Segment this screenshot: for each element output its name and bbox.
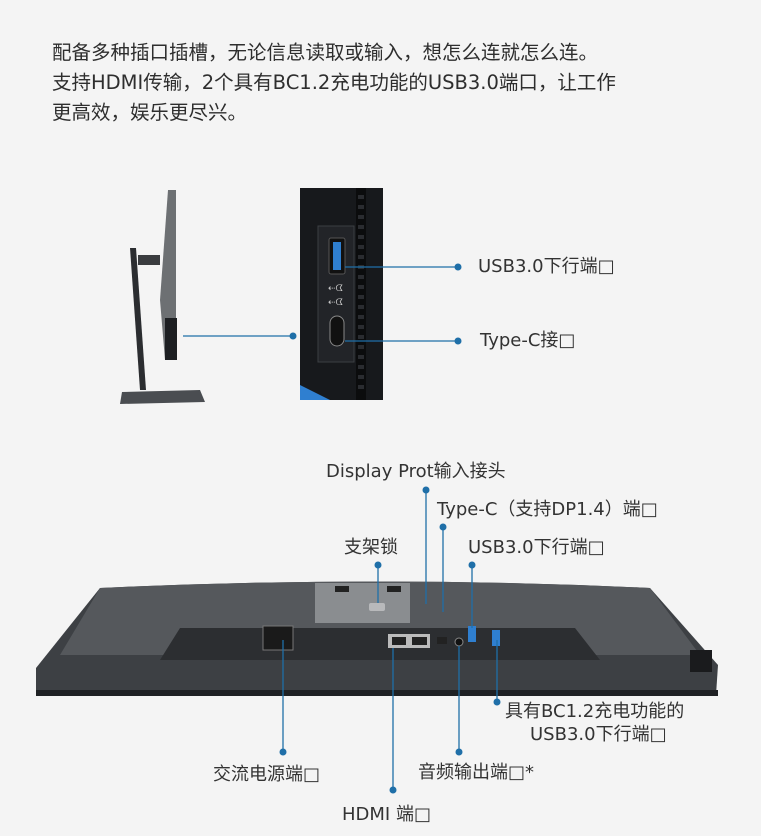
label-usb-side: USB3.0下行端□ [478, 256, 615, 277]
label-bc12-line2: USB3.0下行端□ [530, 724, 667, 745]
label-typec-side: Type-C接□ [480, 330, 576, 351]
label-audio-out: 音频输出端□* [418, 762, 535, 783]
intro-text: 配备多种插口插槽，无论信息读取或输入，想怎么连就怎么连。 支持HDMI传输，2个… [52, 38, 732, 128]
intro-line: 配备多种插口插槽，无论信息读取或输入，想怎么连就怎么连。 [52, 41, 599, 64]
label-ac-power: 交流电源端□ [213, 764, 321, 785]
svg-text:⇠ᗧ: ⇠ᗧ [328, 298, 344, 308]
label-displayport: Display Prot输入接头 [326, 461, 506, 482]
intro-line: 支持HDMI传输，2个具有BC1.2充电功能的USB3.0端口，让工作 [52, 71, 616, 94]
bottom-monitor-image [36, 581, 718, 696]
label-typec-dp: Type-C（支持DP1.4）端□ [437, 499, 658, 520]
side-port-closeup: ⇠ᗧ ⇠ᗧ [300, 188, 383, 400]
label-stand-lock: 支架锁 [344, 537, 398, 558]
side-monitor-image [120, 190, 205, 404]
svg-text:⇠ᗧ: ⇠ᗧ [328, 284, 344, 294]
label-usb-down: USB3.0下行端□ [468, 537, 605, 558]
label-bc12-line1: 具有BC1.2充电功能的 [505, 701, 685, 722]
intro-line: 更高效，娱乐更尽兴。 [52, 101, 248, 124]
label-hdmi: HDMI 端□ [342, 804, 431, 825]
